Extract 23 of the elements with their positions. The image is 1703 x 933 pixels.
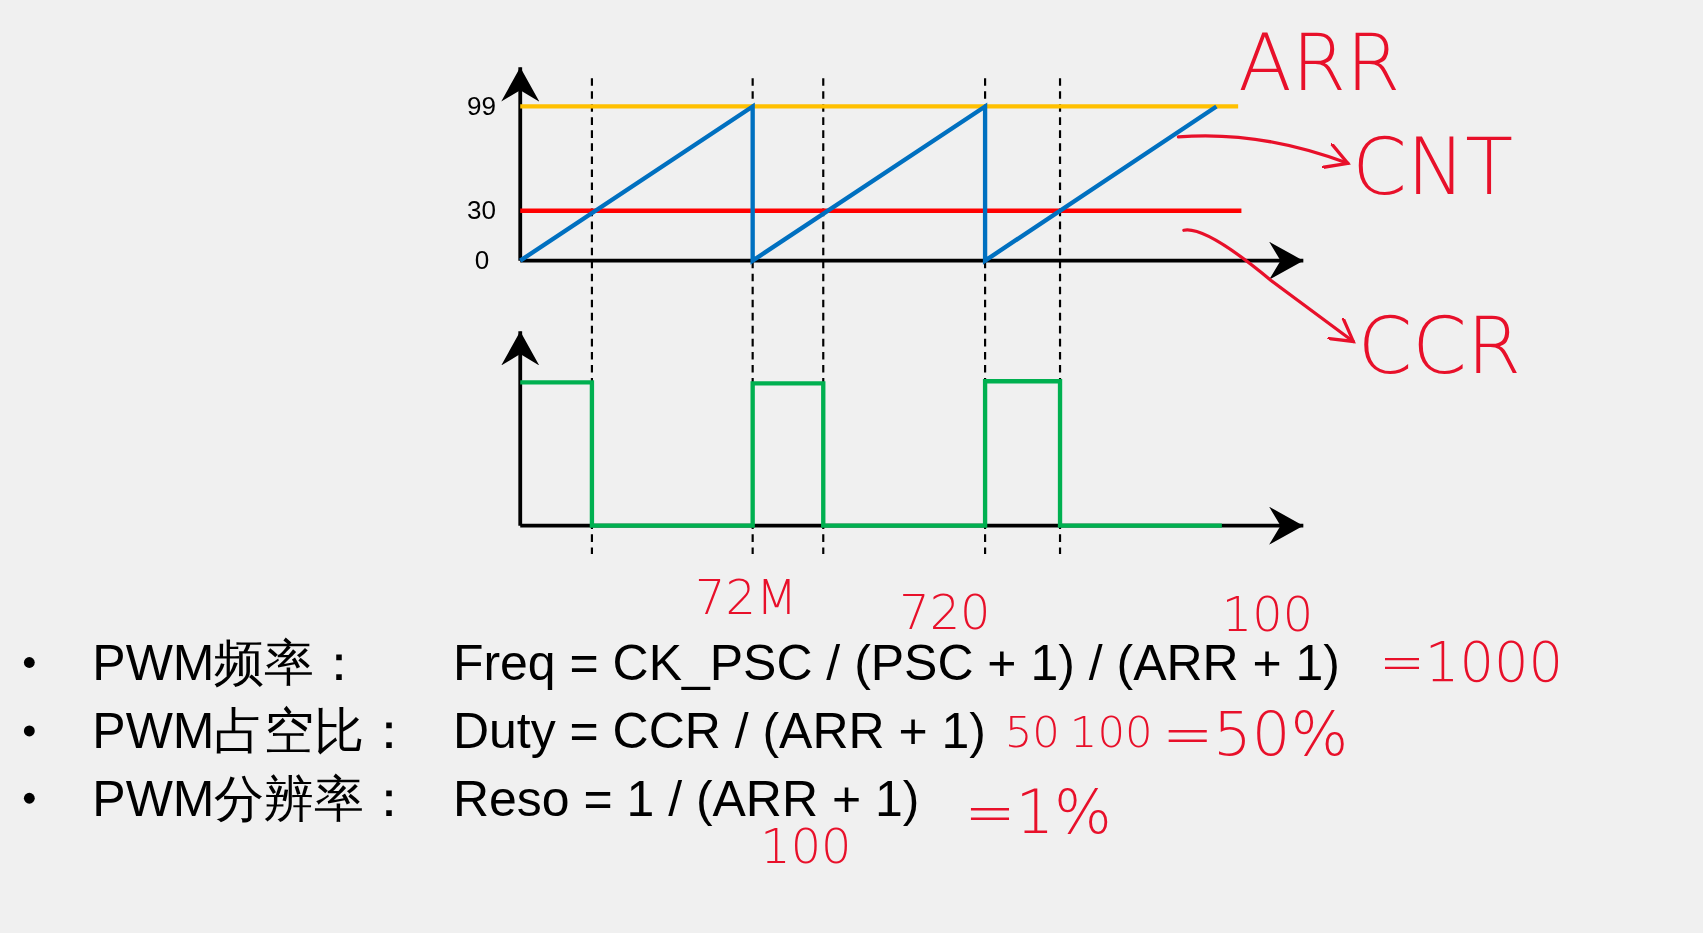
leader-line xyxy=(1182,228,1355,344)
handwritten-label: CNT xyxy=(1352,128,1514,207)
handwritten-number: 72M xyxy=(695,573,798,622)
bullet-text: PWM分辨率： xyxy=(92,773,415,824)
handwritten-label: ARR xyxy=(1238,23,1401,103)
axis-tick-label: 99 xyxy=(467,93,497,120)
handwritten-number: 100 xyxy=(1221,590,1314,639)
handwritten-number: 50 xyxy=(1004,710,1060,754)
handwritten-number: 100 xyxy=(760,823,852,872)
handwritten-result: =1% xyxy=(964,782,1112,843)
bullet-text: PWM占空比： xyxy=(92,705,415,756)
formula-text: Duty = CCR / (ARR + 1) xyxy=(452,705,986,756)
handwritten-label: CCR xyxy=(1357,306,1522,385)
handwritten-result: =1000 xyxy=(1379,635,1564,690)
bullet-text: PWM频率： xyxy=(92,637,365,688)
axis-tick-label: 30 xyxy=(467,197,497,224)
axis-tick-label: 0 xyxy=(474,247,490,274)
formula-text: Freq = CK_PSC / (PSC + 1) / (ARR + 1) xyxy=(452,637,1340,688)
leader-line xyxy=(1176,134,1350,170)
handwritten-result: =50% xyxy=(1162,703,1349,765)
handwritten-number: 100 xyxy=(1069,710,1153,754)
formula-text: Reso = 1 / (ARR + 1) xyxy=(452,773,920,824)
handwritten-number: 720 xyxy=(899,588,991,637)
